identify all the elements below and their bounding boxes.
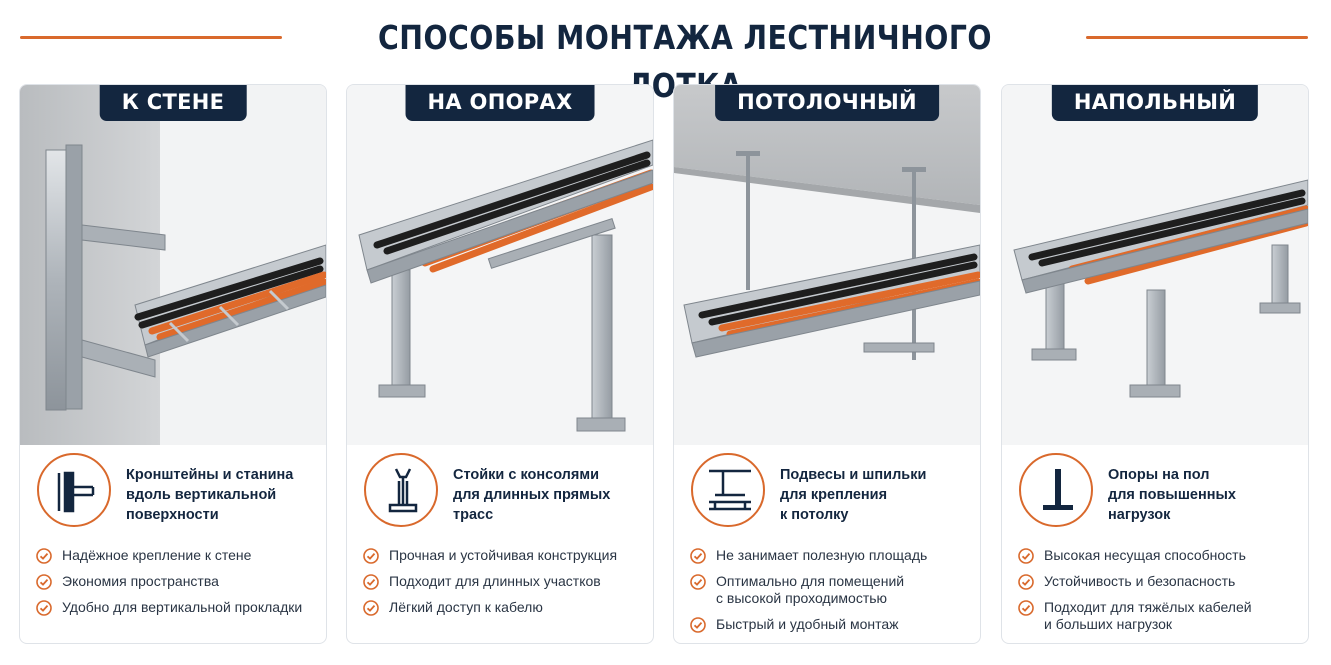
benefit-item: Подходит для тяжёлых кабелей и больших н…	[1018, 599, 1308, 633]
desc-line: Стойки с консолями	[453, 467, 599, 483]
check-icon	[690, 574, 706, 590]
check-icon	[363, 548, 379, 564]
benefit-text: Устойчивость и безопасность	[1044, 573, 1236, 589]
check-icon	[1018, 574, 1034, 590]
benefit-item: Высокая несущая способность	[1018, 547, 1308, 564]
check-icon	[36, 574, 52, 590]
support-post-icon	[364, 453, 438, 527]
desc-line: Опоры на пол	[1108, 467, 1210, 483]
desc-line: Кронштейны и станина	[126, 467, 294, 483]
benefit-text: Подходит для длинных участков	[389, 573, 601, 589]
check-icon	[36, 600, 52, 616]
check-icon	[363, 600, 379, 616]
benefits-list: Прочная и устойчивая конструкция Подходи…	[363, 547, 653, 625]
desc-line: вдоль вертикальной	[126, 487, 277, 503]
benefit-item: Экономия пространства	[36, 573, 326, 590]
desc-line: нагрузок	[1108, 507, 1171, 523]
tag-wall-mount: К СТЕНЕ	[99, 85, 247, 121]
card-description: Подвесы и шпильки для крепления к потолк…	[780, 465, 970, 525]
photo-ceiling-mount	[674, 85, 980, 445]
card-wall-mount: К СТЕНЕ Кронштейны и станина вдоль верти…	[19, 84, 327, 644]
title-divider-right	[1086, 36, 1308, 39]
benefit-item: Удобно для вертикальной прокладки	[36, 599, 326, 616]
desc-line: для крепления	[780, 487, 888, 503]
photo-post-mount	[347, 85, 653, 445]
check-icon	[690, 548, 706, 564]
check-icon	[363, 574, 379, 590]
desc-line: для длинных прямых	[453, 487, 611, 503]
benefit-text: Не занимает полезную площадь	[716, 547, 928, 563]
benefit-item: Не занимает полезную площадь	[690, 547, 980, 564]
benefit-item: Подходит для длинных участков	[363, 573, 653, 590]
benefit-text: Высокая несущая способность	[1044, 547, 1246, 563]
desc-line: к потолку	[780, 507, 849, 523]
benefits-list: Надёжное крепление к стене Экономия прос…	[36, 547, 326, 625]
benefit-item: Устойчивость и безопасность	[1018, 573, 1308, 590]
benefit-text: Экономия пространства	[62, 573, 219, 589]
benefits-list: Высокая несущая способность Устойчивость…	[1018, 547, 1308, 642]
benefit-text: Надёжное крепление к стене	[62, 547, 252, 563]
card-floor-mount: НАПОЛЬНЫЙ Опоры на пол для повышенных на…	[1001, 84, 1309, 644]
card-description: Стойки с консолями для длинных прямых тр…	[453, 465, 643, 525]
desc-line: трасс	[453, 507, 494, 523]
benefit-item: Оптимально для помещений с высокой прохо…	[690, 573, 980, 607]
title-divider-left	[20, 36, 282, 39]
check-icon	[690, 617, 706, 633]
benefit-text: Лёгкий доступ к кабелю	[389, 599, 543, 615]
card-description: Кронштейны и станина вдоль вертикальной …	[126, 465, 316, 525]
benefit-item: Прочная и устойчивая конструкция	[363, 547, 653, 564]
benefit-item: Быстрый и удобный монтаж	[690, 616, 980, 633]
check-icon	[1018, 600, 1034, 616]
benefit-text: Быстрый и удобный монтаж	[716, 616, 899, 632]
card-post-mount: НА ОПОРАХ Стойки с консолями для длинных…	[346, 84, 654, 644]
benefit-text: Прочная и устойчивая конструкция	[389, 547, 618, 563]
benefit-item: Надёжное крепление к стене	[36, 547, 326, 564]
floor-support-icon	[1019, 453, 1093, 527]
photo-floor-mount	[1002, 85, 1308, 445]
check-icon	[1018, 548, 1034, 564]
check-icon	[36, 548, 52, 564]
desc-line: для повышенных	[1108, 487, 1236, 503]
card-description: Опоры на пол для повышенных нагрузок	[1108, 465, 1298, 525]
tag-ceiling-mount: ПОТОЛОЧНЫЙ	[715, 85, 939, 121]
benefit-text: Подходит для тяжёлых кабелей и больших н…	[1044, 599, 1252, 632]
desc-line: поверхности	[126, 507, 219, 523]
desc-line: Подвесы и шпильки	[780, 467, 927, 483]
benefit-text: Оптимально для помещений с высокой прохо…	[716, 573, 905, 606]
header: СПОСОБЫ МОНТАЖА ЛЕСТНИЧНОГО ЛОТКА	[0, 14, 1331, 105]
wall-bracket-icon	[37, 453, 111, 527]
card-ceiling-mount: ПОТОЛОЧНЫЙ Подвесы и шпильки для креплен…	[673, 84, 981, 644]
photo-wall-mount	[20, 85, 326, 445]
ceiling-hanger-icon	[691, 453, 765, 527]
benefit-item: Лёгкий доступ к кабелю	[363, 599, 653, 616]
tag-floor-mount: НАПОЛЬНЫЙ	[1051, 85, 1259, 121]
benefits-list: Не занимает полезную площадь Оптимально …	[690, 547, 980, 642]
benefit-text: Удобно для вертикальной прокладки	[62, 599, 303, 615]
tag-post-mount: НА ОПОРАХ	[405, 85, 595, 121]
